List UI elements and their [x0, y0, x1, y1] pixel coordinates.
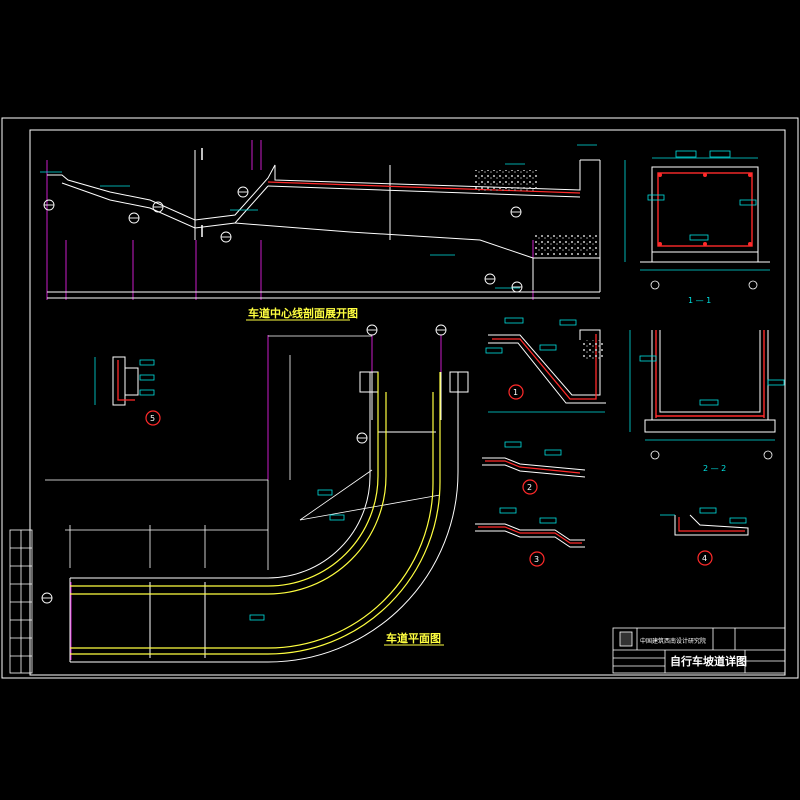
detail-5-marker	[145, 410, 161, 426]
detail-4-number: 4	[702, 554, 707, 563]
profile-section-drawing	[40, 140, 601, 300]
plan-title: 车道平面图	[386, 631, 441, 645]
detail-3-drawing	[475, 507, 585, 548]
detail-2-drawing	[482, 441, 586, 478]
detail-1-number: 1	[513, 388, 518, 397]
title-block-company: 中国建筑西南设计研究院	[640, 637, 706, 645]
drawing-frame-inner	[29, 129, 786, 676]
section-2-2-drawing	[629, 330, 785, 460]
detail-3-number: 3	[534, 555, 539, 564]
profile-title: 车道中心线剖面展开图	[248, 306, 358, 320]
drawing-frame-outer	[1, 117, 799, 679]
section-1-1-drawing	[624, 150, 770, 290]
binding-strip	[9, 529, 33, 674]
detail-3-marker	[529, 551, 545, 567]
title-block	[612, 627, 786, 674]
section-1-1-label: 1 — 1	[688, 296, 711, 305]
detail-5-drawing	[94, 356, 155, 406]
detail-4-marker	[697, 550, 713, 566]
detail-1-marker	[508, 384, 524, 400]
ramp-plan-drawing	[41, 324, 469, 663]
detail-2-number: 2	[527, 483, 532, 492]
section-2-2-label: 2 — 2	[703, 464, 726, 473]
detail-2-marker	[522, 479, 538, 495]
detail-5-number: 5	[150, 414, 155, 423]
detail-1-drawing	[485, 317, 606, 413]
title-block-drawing-title: 自行车坡道详图	[670, 654, 747, 668]
detail-4-drawing	[660, 507, 749, 536]
